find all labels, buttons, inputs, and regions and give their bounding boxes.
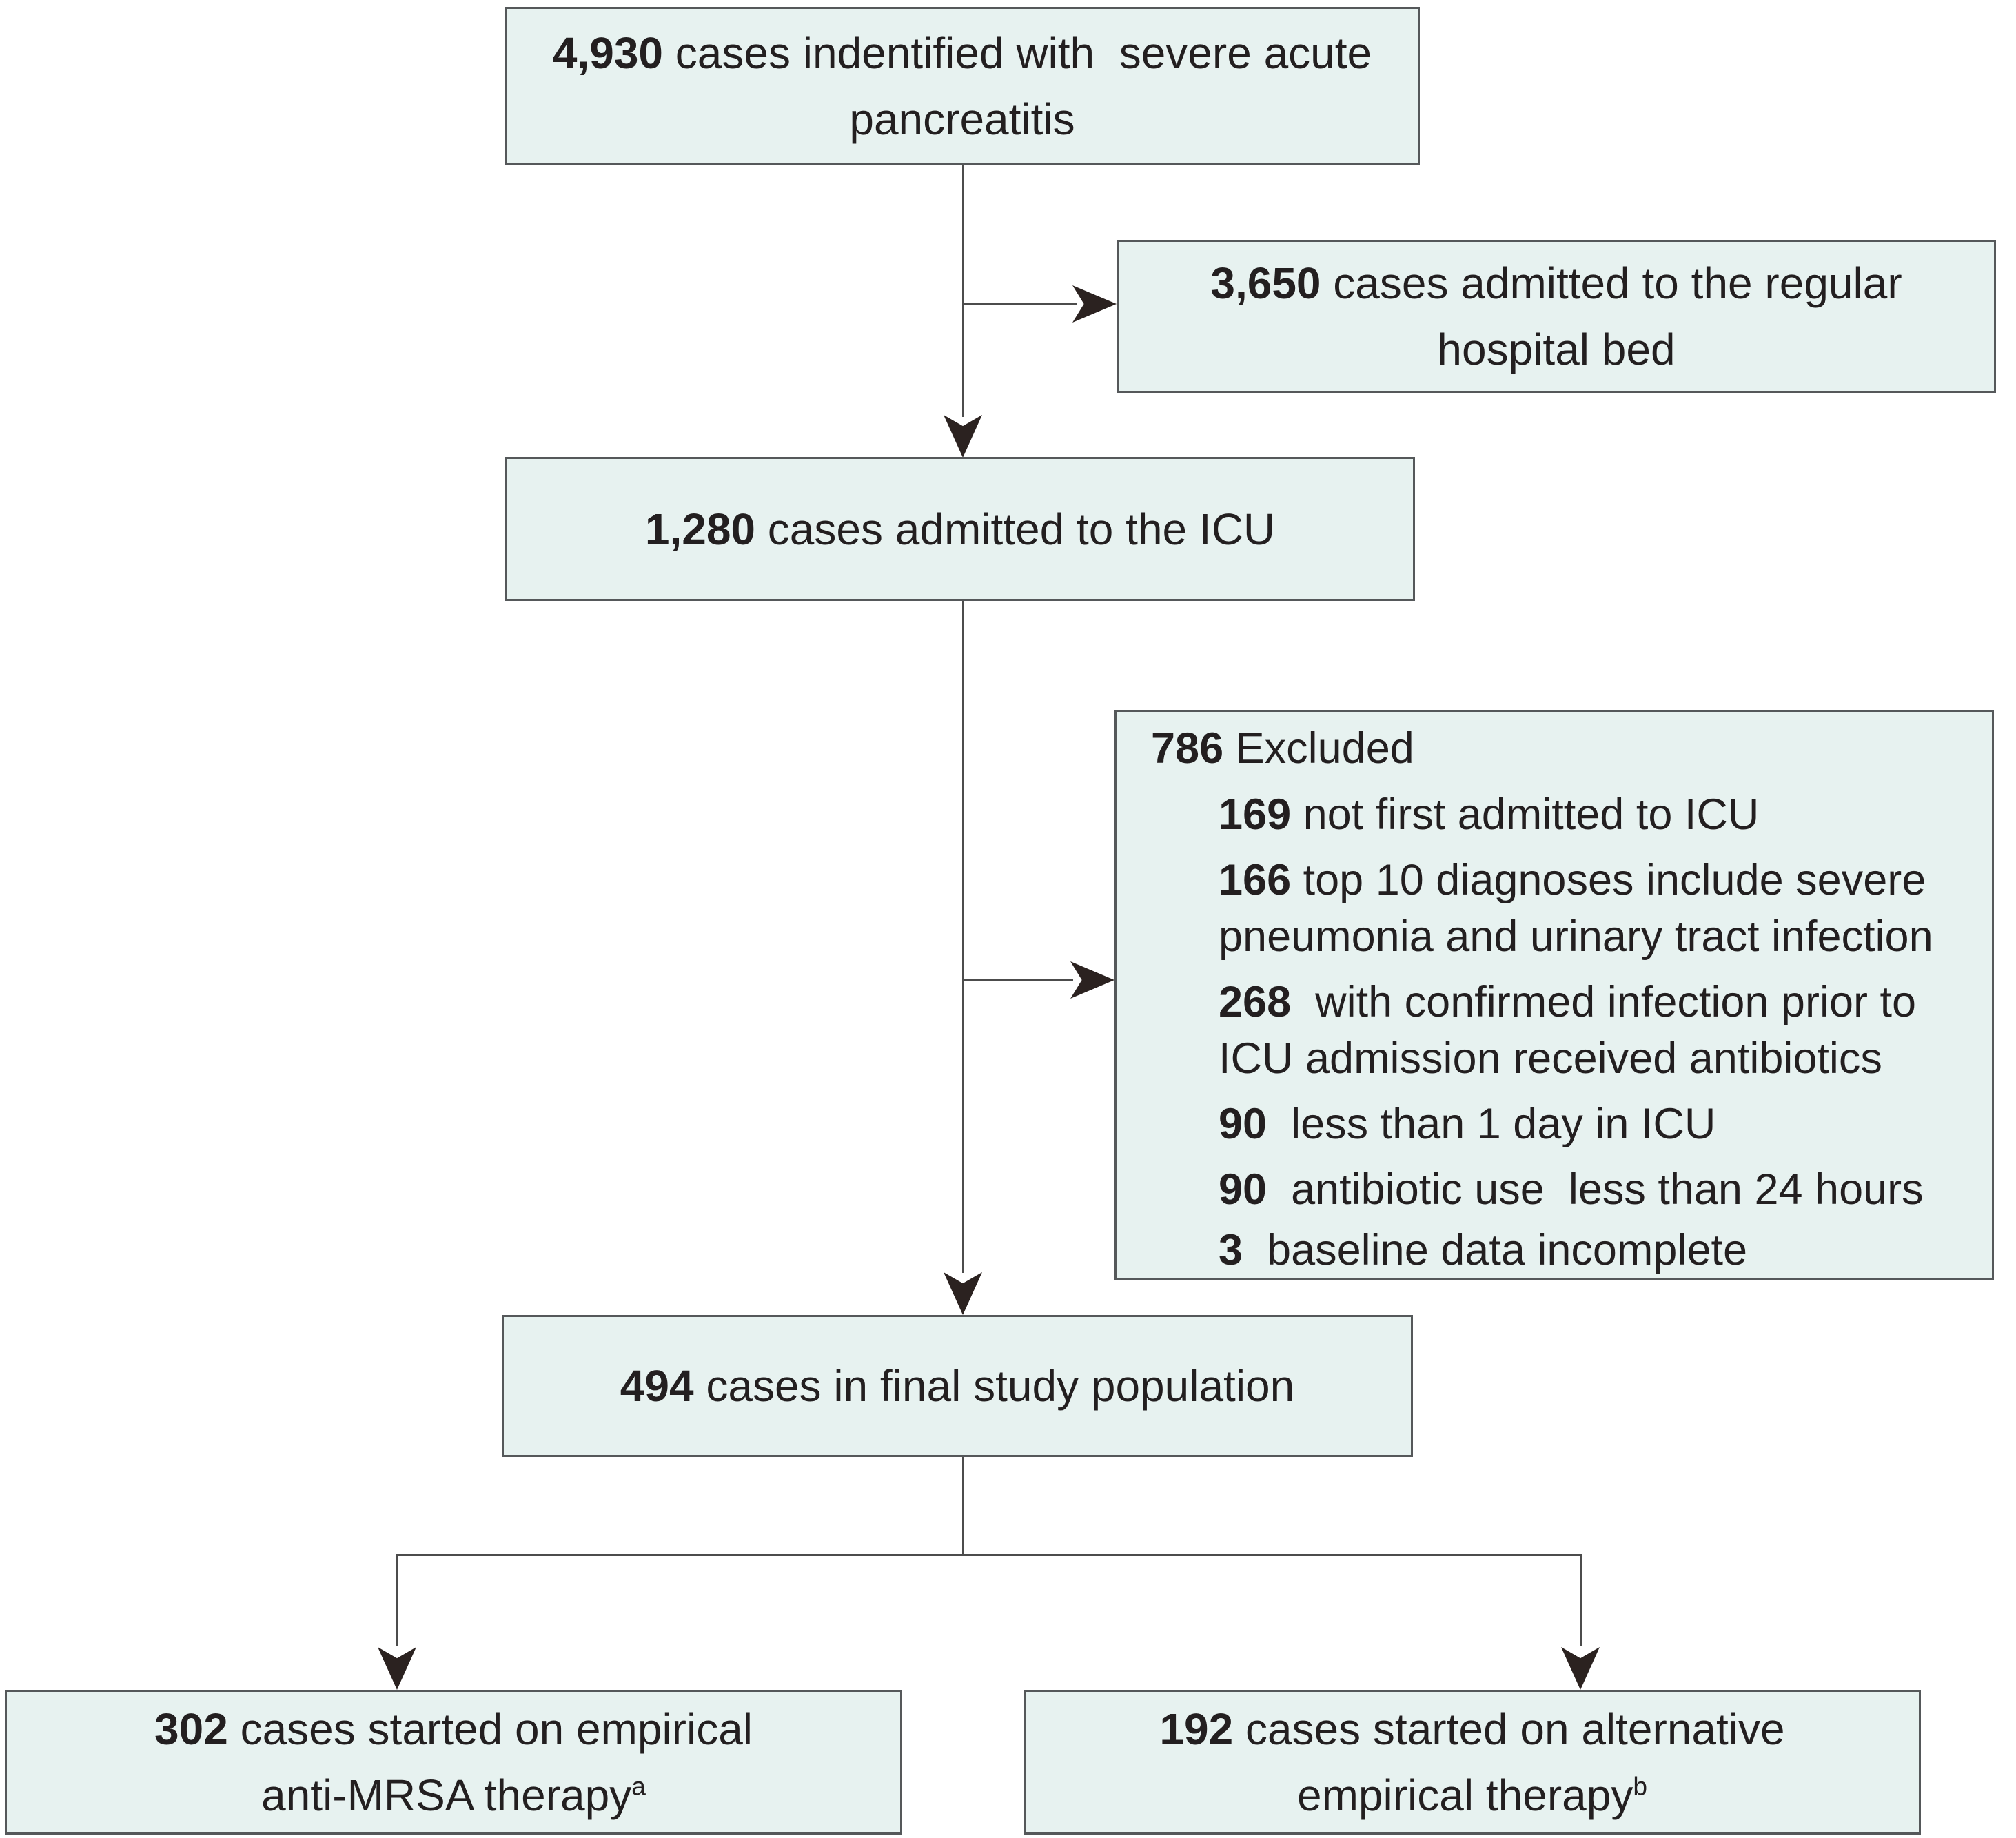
arrowhead-into-excluded-box	[1070, 961, 1114, 999]
box-text: cases in final study population	[693, 1361, 1295, 1411]
box-final-population: 494 cases in final study population	[502, 1315, 1413, 1457]
box-text-line: 494 cases in final study population	[620, 1353, 1294, 1419]
connector-branch-regular-bed	[963, 303, 1077, 305]
case-count: 302	[154, 1704, 228, 1754]
connector-right-arm	[1580, 1554, 1582, 1646]
excluded-entry: 90 antibiotic use less than 24 hours	[1219, 1161, 1979, 1218]
case-count: 1,280	[644, 504, 756, 554]
excluded-entry: 268 with confirmed infection prior to ICU…	[1219, 974, 1979, 1087]
connector-left-arm	[396, 1554, 398, 1646]
footnote-marker-a: a	[631, 1771, 646, 1801]
arrowhead-into-icu-box	[944, 415, 982, 458]
excluded-entry-wrapped-line: ICU admission received antibiotics	[1219, 1034, 1882, 1083]
box-text: empirical therapy	[1297, 1770, 1633, 1820]
excluded-entry-count: 169	[1219, 790, 1292, 839]
excluded-count: 786	[1151, 724, 1224, 773]
excluded-entry-text: less than 1 day in ICU	[1267, 1100, 1716, 1148]
case-count: 494	[620, 1361, 694, 1411]
box-text: cases started on empirical	[227, 1704, 753, 1754]
box-text-line: 302 cases started on empirical	[154, 1696, 753, 1762]
footnote-marker-b: b	[1633, 1771, 1647, 1801]
connector-icu-to-final	[962, 601, 964, 1273]
box-icu-admitted: 1,280 cases admitted to the ICU	[505, 457, 1415, 601]
box-text-line: 3,650 cases admitted to the regular	[1210, 250, 1902, 316]
box-alternative-therapy: 192 cases started on alternative empiric…	[1024, 1690, 1921, 1835]
excluded-entry-text: baseline data incomplete	[1243, 1226, 1748, 1274]
excluded-title-text: Excluded	[1223, 724, 1414, 773]
box-text-line: pancreatitis	[849, 94, 1075, 144]
box-anti-mrsa-therapy: 302 cases started on empirical anti-MRSA…	[5, 1690, 902, 1835]
excluded-entry: 166 top 10 diagnoses include severe pneum…	[1219, 852, 1979, 965]
case-count: 3,650	[1210, 258, 1321, 308]
excluded-entry-count: 90	[1219, 1165, 1267, 1214]
connector-branch-excluded	[963, 979, 1073, 981]
excluded-entry: 169 not first admitted to ICU	[1219, 786, 1979, 843]
box-regular-hospital-bed: 3,650 cases admitted to the regular hosp…	[1117, 240, 1996, 393]
box-identified-cases: 4,930 cases indentified with severe acut…	[505, 7, 1420, 165]
box-text-line: 192 cases started on alternative	[1159, 1696, 1784, 1762]
excluded-title: 786 Excluded	[1151, 720, 1979, 777]
connector-final-to-split	[962, 1457, 964, 1555]
excluded-entry: 3 baseline data incomplete	[1219, 1222, 1979, 1278]
excluded-entries: 169 not first admitted to ICU 166 top 10 …	[1151, 786, 1979, 1278]
connector-split-horizontal	[396, 1554, 1582, 1556]
box-text-line: anti-MRSA therapya	[261, 1762, 646, 1828]
box-text-line: empirical therapyb	[1297, 1762, 1647, 1828]
excluded-entry: 90 less than 1 day in ICU	[1219, 1096, 1979, 1152]
box-text: cases indentified with severe acute	[663, 28, 1372, 78]
excluded-entry-count: 3	[1219, 1226, 1243, 1274]
excluded-entry-count: 268	[1219, 978, 1292, 1026]
box-text-line: 4,930 cases indentified with severe acut…	[553, 20, 1372, 86]
arrowhead-into-alternative-box	[1561, 1647, 1600, 1690]
excluded-entry-text: with confirmed infection prior to	[1291, 978, 1917, 1026]
box-text: cases admitted to the regular	[1321, 258, 1902, 308]
box-text: cases started on alternative	[1233, 1704, 1785, 1754]
connector-identified-to-icu	[962, 165, 964, 417]
arrowhead-into-final-box	[944, 1272, 982, 1315]
excluded-entry-text: not first admitted to ICU	[1291, 790, 1760, 839]
excluded-entry-text: top 10 diagnoses include severe	[1291, 856, 1926, 904]
excluded-entry-count: 166	[1219, 856, 1292, 904]
box-excluded: 786 Excluded 169 not first admitted to I…	[1114, 710, 1994, 1280]
box-text: cases admitted to the ICU	[755, 504, 1276, 554]
excluded-entry-wrapped-line: pneumonia and urinary tract infection	[1219, 912, 1933, 961]
arrowhead-into-regular-bed-box	[1072, 285, 1117, 323]
case-count: 4,930	[552, 28, 664, 78]
box-text-line: 1,280 cases admitted to the ICU	[645, 496, 1275, 562]
excluded-entry-text: antibiotic use less than 24 hours	[1267, 1165, 1924, 1214]
arrowhead-into-anti-mrsa-box	[378, 1647, 416, 1690]
box-text: anti-MRSA therapy	[261, 1770, 632, 1820]
excluded-entry-count: 90	[1219, 1100, 1267, 1148]
case-count: 192	[1159, 1704, 1234, 1754]
box-text-line: hospital bed	[1437, 325, 1676, 374]
